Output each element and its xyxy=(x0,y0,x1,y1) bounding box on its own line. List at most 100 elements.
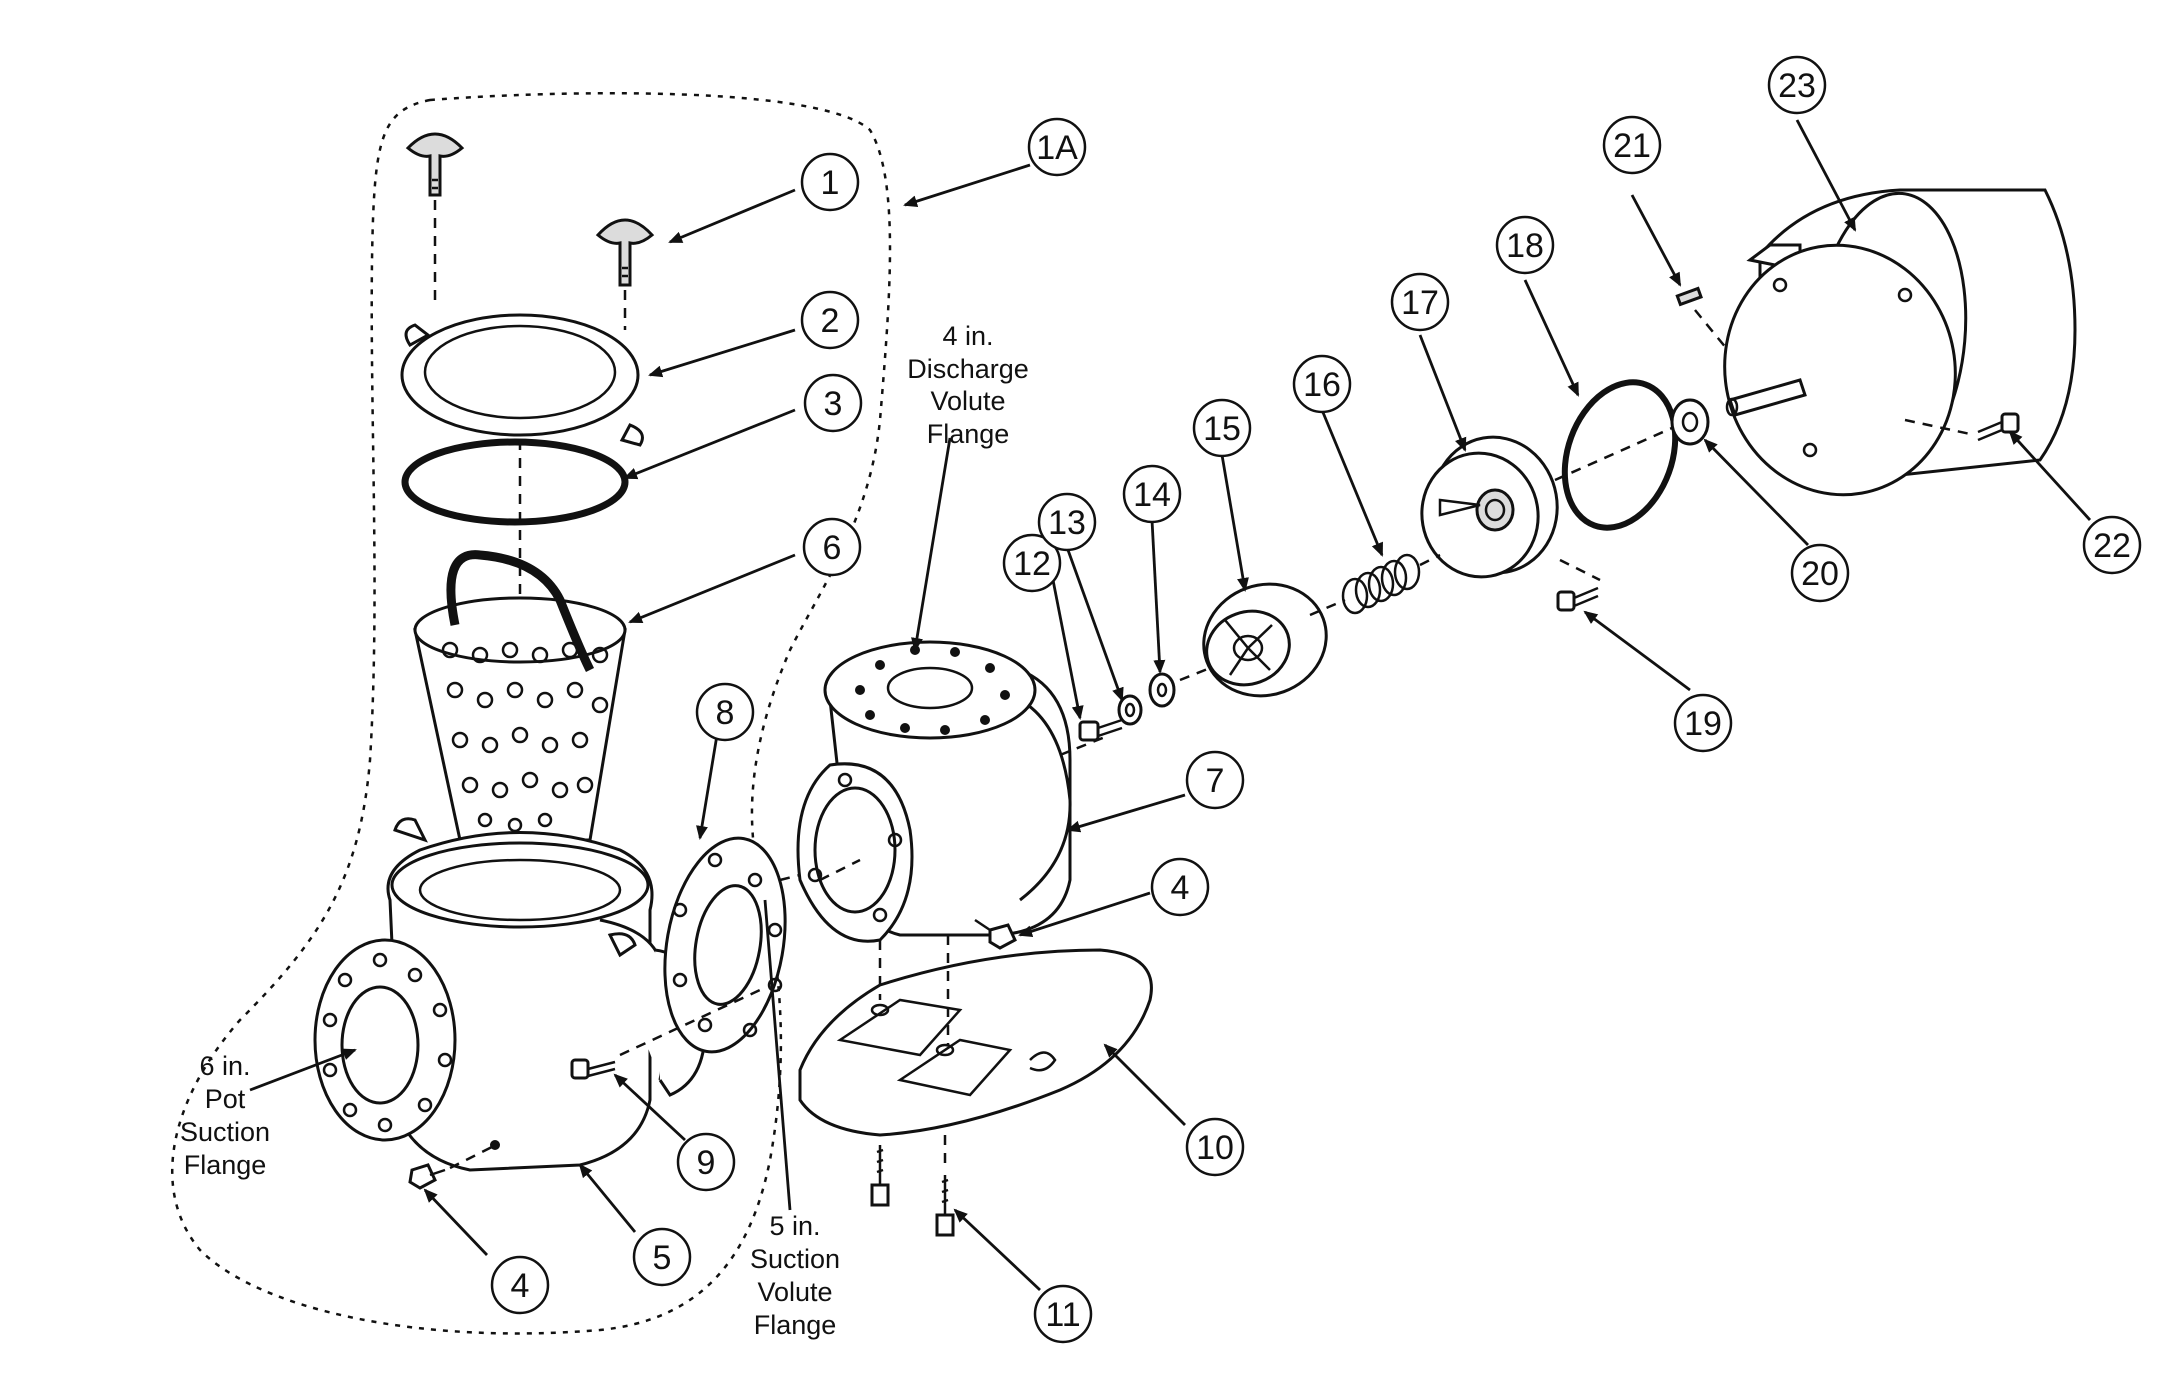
leader-lines xyxy=(249,119,2092,1292)
svg-text:Suction: Suction xyxy=(180,1117,270,1147)
callout-number: 22 xyxy=(2093,527,2131,565)
callout-18-12: 18 xyxy=(1495,215,1555,275)
callout-number: 14 xyxy=(1133,476,1171,514)
svg-text:Flange: Flange xyxy=(927,419,1010,449)
svg-text:Discharge: Discharge xyxy=(907,354,1029,384)
callout-circle xyxy=(1027,117,1087,177)
knob-screw-left xyxy=(405,132,465,197)
callout-circle xyxy=(490,1255,550,1315)
callout-1a-0: 1A xyxy=(1027,117,1087,177)
callout-11-24: 11 xyxy=(1033,1284,1093,1344)
washer-14 xyxy=(1148,672,1176,708)
callout-circle xyxy=(632,1227,692,1287)
base-screw-right xyxy=(935,1175,955,1237)
callout-number: 8 xyxy=(716,694,735,732)
seal-plate-o-ring xyxy=(1561,379,1679,531)
svg-text:Pot: Pot xyxy=(205,1084,246,1114)
callout-1-1: 1 xyxy=(800,152,860,212)
callout-6-4: 6 xyxy=(802,517,862,577)
callout-3-3: 3 xyxy=(803,373,863,433)
callout-circle xyxy=(1122,464,1182,524)
svg-text:Volute: Volute xyxy=(930,386,1005,416)
callout-number: 15 xyxy=(1203,410,1241,448)
svg-text:5 in.: 5 in. xyxy=(769,1211,820,1241)
callout-14-8: 14 xyxy=(1122,464,1182,524)
callout-circle xyxy=(803,373,863,433)
washer-13 xyxy=(1117,694,1143,726)
callout-number: 16 xyxy=(1303,366,1341,404)
svg-text:Volute: Volute xyxy=(757,1277,832,1307)
callout-number: 10 xyxy=(1196,1129,1234,1167)
drain-plug-left xyxy=(408,1163,446,1190)
callout-circle xyxy=(1185,750,1245,810)
motor xyxy=(1723,188,2077,497)
callout-number: 20 xyxy=(1801,555,1839,593)
callout-number: 18 xyxy=(1506,227,1544,265)
callout-circle xyxy=(1292,354,1352,414)
svg-text:Suction: Suction xyxy=(750,1244,840,1274)
callout-number: 11 xyxy=(1045,1296,1080,1334)
callout-15-9: 15 xyxy=(1192,398,1252,458)
callout-23-14: 23 xyxy=(1767,55,1827,115)
callout-circle xyxy=(1602,115,1662,175)
seal-plate-screw xyxy=(1556,586,1599,612)
knob-screw-right xyxy=(595,218,655,287)
callout-number: 6 xyxy=(823,529,842,567)
callout-number: 5 xyxy=(653,1239,672,1277)
callout-circle xyxy=(2082,515,2142,575)
strainer-pot xyxy=(386,817,667,1172)
callout-17-11: 17 xyxy=(1390,272,1450,332)
callout-circle xyxy=(1673,693,1733,753)
callout-number: 12 xyxy=(1013,545,1051,583)
pump-volute xyxy=(796,640,1072,943)
callout-circle xyxy=(1150,857,1210,917)
callout-9-21: 9 xyxy=(676,1132,736,1192)
slinger-washer-20 xyxy=(1670,398,1710,446)
svg-text:4 in.: 4 in. xyxy=(942,321,993,351)
callout-13-7: 13 xyxy=(1037,492,1097,552)
mechanical-seal xyxy=(1341,553,1421,615)
svg-text:6 in.: 6 in. xyxy=(199,1051,250,1081)
callout-22-15: 22 xyxy=(2082,515,2142,575)
callout-16-10: 16 xyxy=(1292,354,1352,414)
base-screw-left xyxy=(870,1145,890,1207)
impeller xyxy=(1202,582,1328,698)
callout-number: 17 xyxy=(1401,284,1439,322)
callout-circle xyxy=(1192,398,1252,458)
callout-circle xyxy=(1185,1117,1245,1177)
callout-number: 9 xyxy=(697,1144,716,1182)
annotation-discharge-flange: 4 in. Discharge Volute Flange xyxy=(907,321,1029,449)
callout-number: 2 xyxy=(821,302,840,340)
callout-circle xyxy=(800,290,860,350)
shaft-key xyxy=(1675,286,1703,307)
bolt-9 xyxy=(570,1058,616,1080)
callout-circle xyxy=(1790,543,1850,603)
annotation-volute-suction-flange: 5 in. Suction Volute Flange xyxy=(750,1211,840,1340)
callout-20-16: 20 xyxy=(1790,543,1850,603)
callout-circle xyxy=(1033,1284,1093,1344)
callout-circle xyxy=(695,682,755,742)
callout-number: 13 xyxy=(1048,504,1086,542)
callout-number: 19 xyxy=(1684,705,1722,743)
strainer-basket xyxy=(413,550,627,842)
callout-circle xyxy=(802,517,862,577)
callout-10-20: 10 xyxy=(1185,1117,1245,1177)
annotation-pot-suction-flange: 6 in. Pot Suction Flange xyxy=(180,1051,270,1180)
callout-number: 21 xyxy=(1613,127,1651,165)
callout-number: 1 xyxy=(821,164,840,202)
callout-2-2: 2 xyxy=(800,290,860,350)
callout-4-19: 4 xyxy=(1150,857,1210,917)
pot-assembly-outline xyxy=(171,91,892,1335)
callout-5-22: 5 xyxy=(632,1227,692,1287)
callout-number: 4 xyxy=(511,1267,530,1305)
callout-8-5: 8 xyxy=(695,682,755,742)
callout-7-18: 7 xyxy=(1185,750,1245,810)
callout-circle xyxy=(1002,533,1062,593)
callout-circle xyxy=(1495,215,1555,275)
impeller-screw-12 xyxy=(1078,718,1123,742)
pot-suction-flange xyxy=(313,938,457,1142)
callout-number: 3 xyxy=(824,385,843,423)
strainer-lid xyxy=(400,313,644,447)
